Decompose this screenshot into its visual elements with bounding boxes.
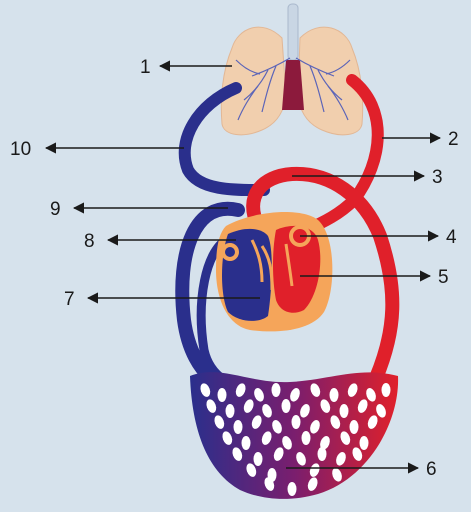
lungs-icon	[221, 4, 362, 135]
capillary-gap	[234, 420, 243, 434]
label-7: 7	[64, 289, 75, 310]
label-9: 9	[50, 199, 61, 220]
left-lung	[221, 27, 286, 135]
capillary-gap	[330, 388, 339, 402]
capillary-gap	[254, 452, 263, 466]
heart-icon	[216, 212, 332, 331]
capillary-gap	[340, 404, 349, 418]
capillary-gap	[226, 404, 235, 418]
label-8: 8	[84, 231, 95, 252]
capillary-gap	[350, 420, 359, 434]
capillary-gap	[318, 447, 327, 461]
right-heart-chambers	[222, 229, 272, 321]
label-1: 1	[140, 57, 151, 78]
capillary-gap	[242, 436, 251, 450]
capillary-gap	[282, 399, 291, 413]
capillary-gap	[292, 415, 301, 429]
capillary-gap	[360, 436, 369, 450]
capillary-gap	[288, 482, 297, 496]
capillary-gap	[218, 388, 227, 402]
label-4: 4	[446, 227, 457, 248]
capillary-gap	[272, 383, 281, 397]
label-5: 5	[438, 267, 449, 288]
label-6: 6	[426, 459, 437, 480]
trachea	[288, 4, 298, 60]
capillary-gap	[382, 383, 391, 397]
capillary-gap	[302, 431, 311, 445]
label-3: 3	[432, 167, 443, 188]
label-10: 10	[10, 139, 31, 160]
capillary-bed-icon	[190, 372, 398, 499]
label-2: 2	[448, 129, 459, 150]
